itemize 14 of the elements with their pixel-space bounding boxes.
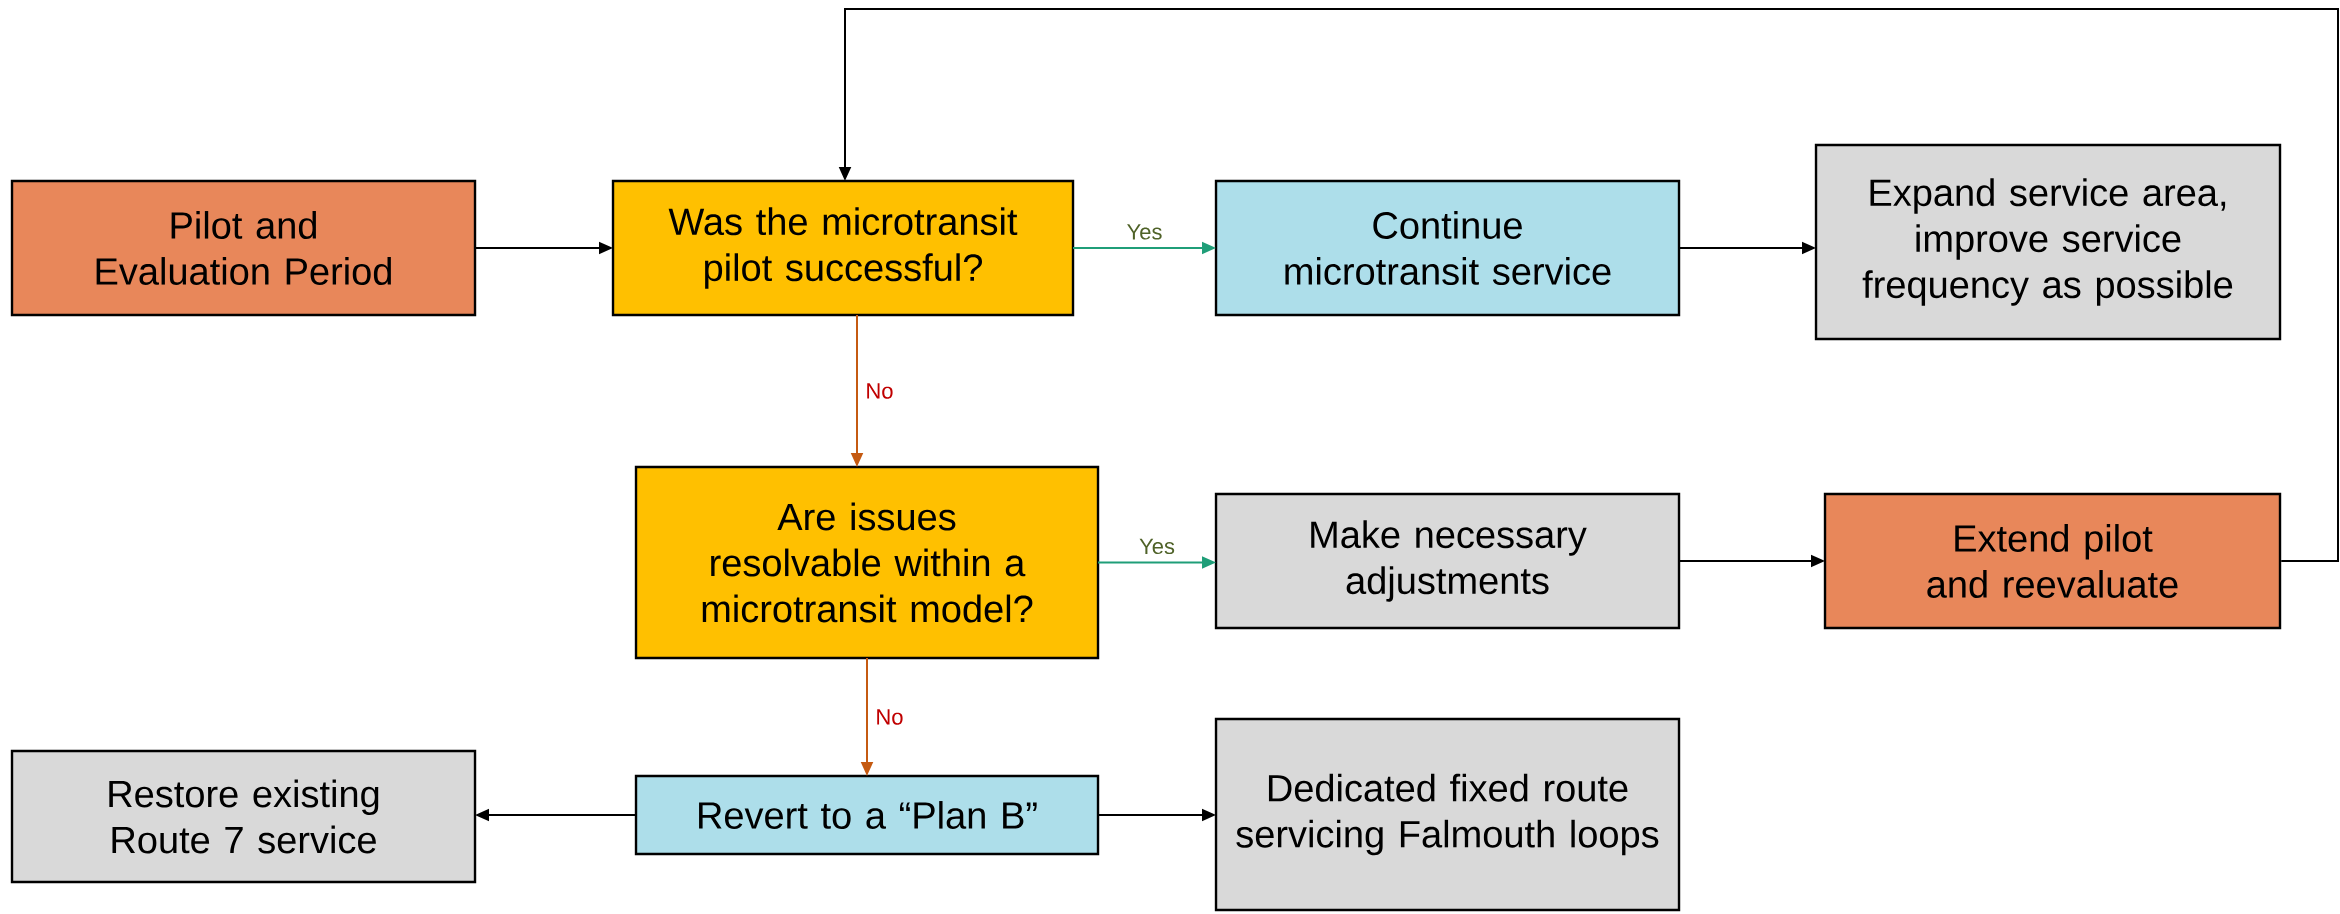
- edge-label: Yes: [1139, 538, 1175, 555]
- process-box: Make necessary adjustments: [1214, 492, 1681, 630]
- edge-label: No: [867, 383, 893, 399]
- process-box: Continue microtransit service: [1214, 179, 1681, 317]
- edge-label: No: [877, 709, 903, 725]
- process-box: Pilot and Evaluation Period: [10, 179, 477, 317]
- edge-label: Yes: [1127, 224, 1162, 240]
- process-box: Revert to a “Plan B”: [634, 774, 1100, 856]
- process-box: Dedicated fixed route servicing Falmouth loops: [1214, 717, 1681, 912]
- decision-box: Was the microtransit pilot successful?: [611, 179, 1075, 317]
- process-box: Restore existing Route 7 service: [10, 749, 477, 884]
- decision-box: Are issues resolvable within a microtransit model?: [634, 465, 1100, 660]
- process-box: Extend pilot and reevaluate: [1823, 492, 2282, 630]
- process-box: Expand service area, improve service frequency as possible: [1814, 143, 2282, 341]
